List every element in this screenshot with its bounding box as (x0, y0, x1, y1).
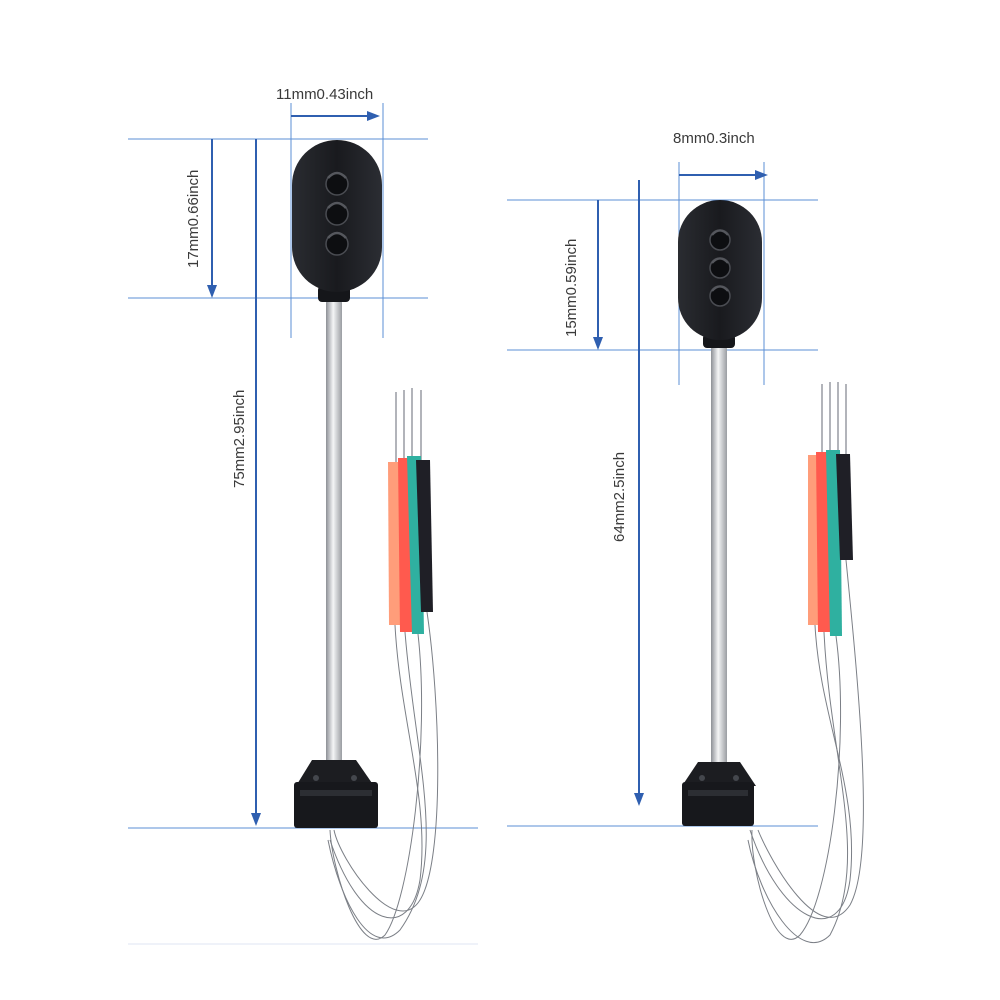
signal-head-right (678, 200, 762, 340)
lamp-bottom-right-icon (709, 285, 731, 307)
wire-bundle-right (747, 382, 864, 943)
signal-left: 11mm0.43inch 17mm0.66inch 75mm2.95inch (128, 86, 478, 945)
pole-left (326, 300, 342, 772)
head-height-label-right: 15mm0.59inch (563, 239, 580, 337)
total-height-label-left: 75mm2.95inch (231, 390, 248, 488)
width-arrow-right (679, 170, 768, 180)
lamp-bottom-left-icon (325, 231, 349, 256)
signal-right: 8mm0.3inch 15mm0.59inch 64mm2.5inch (507, 130, 864, 943)
base-left (294, 760, 378, 828)
total-height-label-right: 64mm2.5inch (611, 452, 628, 542)
head-height-arrow-left (207, 139, 217, 298)
total-height-arrow-right (634, 180, 644, 806)
total-height-arrow-left (251, 139, 261, 826)
width-label-left: 11mm0.43inch (276, 86, 373, 103)
head-height-label-left: 17mm0.66inch (185, 170, 202, 268)
lamp-middle-right-icon (709, 257, 731, 279)
wire-bundle-left (327, 388, 439, 940)
width-arrow-left (291, 111, 380, 121)
signal-head-left (292, 140, 382, 292)
lamp-middle-left-icon (325, 201, 349, 226)
head-height-arrow-right (593, 200, 603, 350)
width-label-right: 8mm0.3inch (673, 130, 755, 147)
pole-right (711, 346, 727, 776)
base-right (682, 762, 756, 826)
lamp-top-right-icon (709, 229, 731, 251)
lamp-top-left-icon (325, 171, 349, 196)
dimension-guides-right (507, 162, 818, 827)
